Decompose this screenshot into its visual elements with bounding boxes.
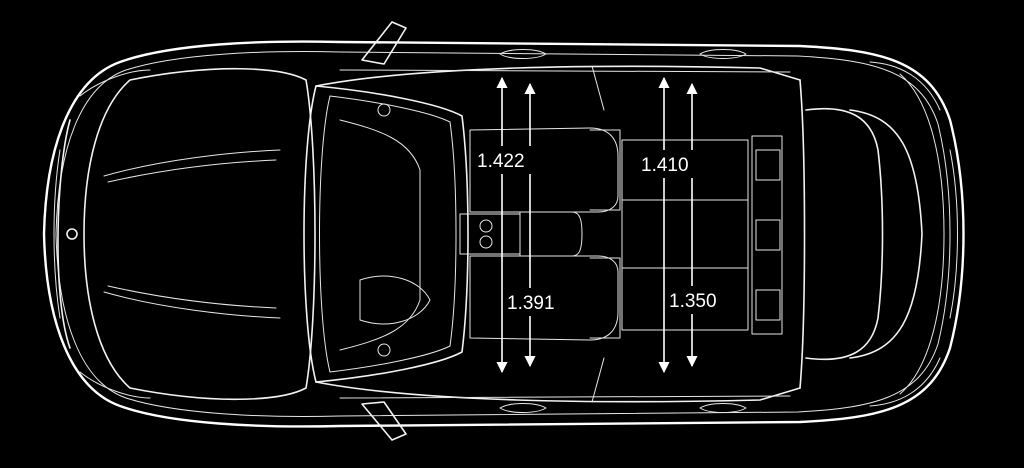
windshield — [303, 85, 469, 383]
hood-crease-bottom — [103, 291, 281, 319]
steering-area — [359, 275, 431, 325]
label-front-headroom: 1.422 — [477, 151, 525, 172]
door-handle-fr — [499, 403, 547, 413]
rear-bumper — [949, 149, 958, 319]
front-seat-left-back — [589, 129, 621, 211]
hood — [83, 67, 316, 401]
tailgate — [849, 109, 923, 359]
body-inner-outline — [55, 51, 951, 417]
rear-headrest-3 — [755, 289, 781, 321]
roof-rail-bottom — [315, 381, 801, 403]
headlight-bottom — [79, 371, 151, 399]
center-console — [459, 213, 521, 255]
rear-headrest-2 — [755, 219, 781, 251]
hood-crease-top — [103, 149, 281, 177]
speaker-front-bottom — [377, 343, 391, 357]
front-seat-right — [469, 255, 619, 341]
brand-emblem — [66, 228, 78, 240]
door-handle-fl — [499, 49, 547, 59]
dashboard — [339, 119, 421, 351]
front-seat-right-back — [589, 257, 621, 339]
mirror-right — [361, 401, 407, 441]
cupholder-1 — [479, 219, 493, 233]
taillight-top — [869, 61, 941, 111]
rear-window — [805, 107, 884, 361]
hood-crease-bottom-2 — [107, 285, 277, 309]
front-grille — [53, 149, 61, 319]
roof-rear-edge — [799, 79, 806, 389]
headlight-top — [79, 69, 151, 97]
label-front-elbow-room: 1.391 — [507, 293, 555, 314]
cupholder-2 — [479, 235, 493, 249]
door-handle-rr — [699, 403, 747, 413]
door-handle-rl — [699, 49, 747, 59]
rear-headrest-1 — [755, 149, 781, 181]
rear-spoiler — [899, 73, 945, 395]
taillight-bottom — [869, 357, 941, 407]
body-outline — [42, 40, 965, 428]
b-pillar-top — [591, 65, 605, 111]
armrest — [519, 211, 583, 257]
hood-crease-top-2 — [107, 159, 277, 183]
speaker-front-top — [377, 103, 391, 117]
side-sill-bottom — [339, 395, 791, 399]
rear-bench — [621, 139, 749, 331]
roof-rail-top — [315, 65, 801, 87]
rear-bench-back — [751, 135, 783, 335]
mirror-left — [361, 21, 407, 65]
label-rear-headroom: 1.410 — [641, 155, 689, 176]
label-rear-elbow-room: 1.350 — [669, 291, 717, 312]
b-pillar-bottom — [591, 357, 605, 403]
windshield-inner — [319, 95, 457, 373]
front-bumper — [57, 119, 71, 349]
side-sill-top — [339, 69, 791, 73]
